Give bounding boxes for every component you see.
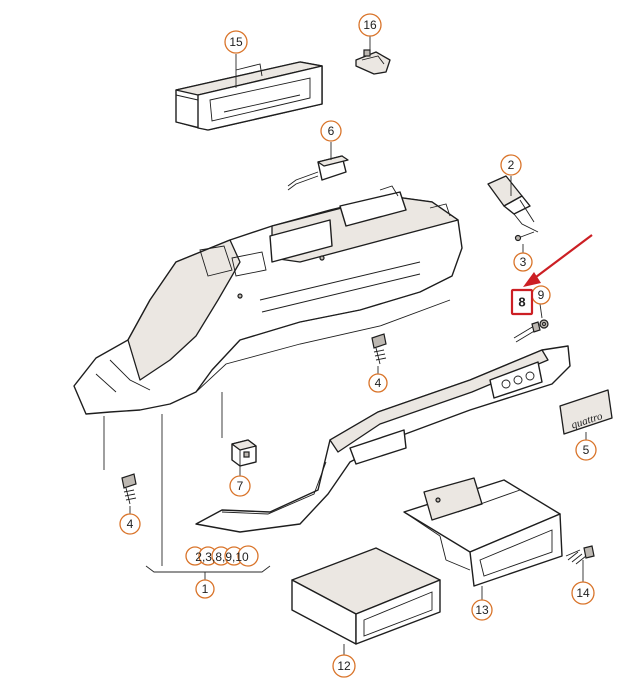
callout-15-label: 15	[229, 35, 243, 49]
callout-5-label: 5	[583, 443, 590, 457]
callout-16: 16	[358, 13, 382, 37]
callout-4-lower: 4	[119, 513, 141, 535]
part-13-insert-frame	[403, 477, 563, 587]
callout-3-label: 3	[520, 255, 527, 269]
callout-12-label: 12	[337, 659, 351, 673]
callout-1-label: 1	[202, 582, 209, 596]
callout-8-highlighted: 8	[510, 288, 534, 316]
callout-group-2-3-8-9-10: 2,3,8,9,10	[185, 545, 259, 567]
glovebox-lid	[195, 345, 571, 533]
part-6-switch	[287, 155, 349, 191]
part-8-bolt	[513, 321, 541, 343]
part-4-screw-upper	[371, 333, 387, 365]
callout-group-label: 2,3,8,9,10	[195, 550, 249, 564]
callout-7: 7	[229, 475, 251, 497]
callout-8-label: 8	[518, 295, 525, 310]
callout-6-label: 6	[328, 124, 335, 138]
callout-9: 9	[531, 285, 551, 305]
glovebox-housing	[73, 185, 463, 415]
callout-5: 5	[575, 439, 597, 461]
callout-13-label: 13	[475, 603, 489, 617]
leader-lines	[103, 36, 587, 656]
callout-1: 1	[195, 579, 215, 599]
callout-16-label: 16	[363, 18, 377, 32]
part-3-pin	[514, 231, 535, 242]
part-5-badge: quattro	[559, 389, 613, 435]
part-4-screw-lower	[121, 473, 137, 505]
callout-4-lower-label: 4	[127, 517, 134, 531]
callout-13: 13	[471, 599, 493, 621]
callout-7-label: 7	[237, 479, 244, 493]
part-7-connector	[231, 439, 257, 467]
callout-9-label: 9	[538, 288, 545, 302]
callout-2: 2	[500, 154, 522, 176]
callout-2-label: 2	[508, 158, 515, 172]
part-14-screw	[565, 545, 595, 565]
callout-14: 14	[571, 581, 595, 605]
callout-4-upper-label: 4	[375, 376, 382, 390]
highlight-arrow	[523, 234, 593, 287]
callout-4-upper: 4	[368, 373, 388, 393]
part-2-lock-cylinder	[487, 175, 539, 233]
callout-3: 3	[513, 252, 533, 272]
callout-6: 6	[320, 120, 342, 142]
callout-15: 15	[224, 30, 248, 54]
part-12-storage-box	[291, 547, 441, 645]
part-16-clip	[355, 49, 391, 75]
part-15-storage-tray	[175, 61, 323, 131]
callout-12: 12	[332, 654, 356, 678]
callout-14-label: 14	[576, 586, 590, 600]
part-9-nut	[539, 319, 549, 329]
